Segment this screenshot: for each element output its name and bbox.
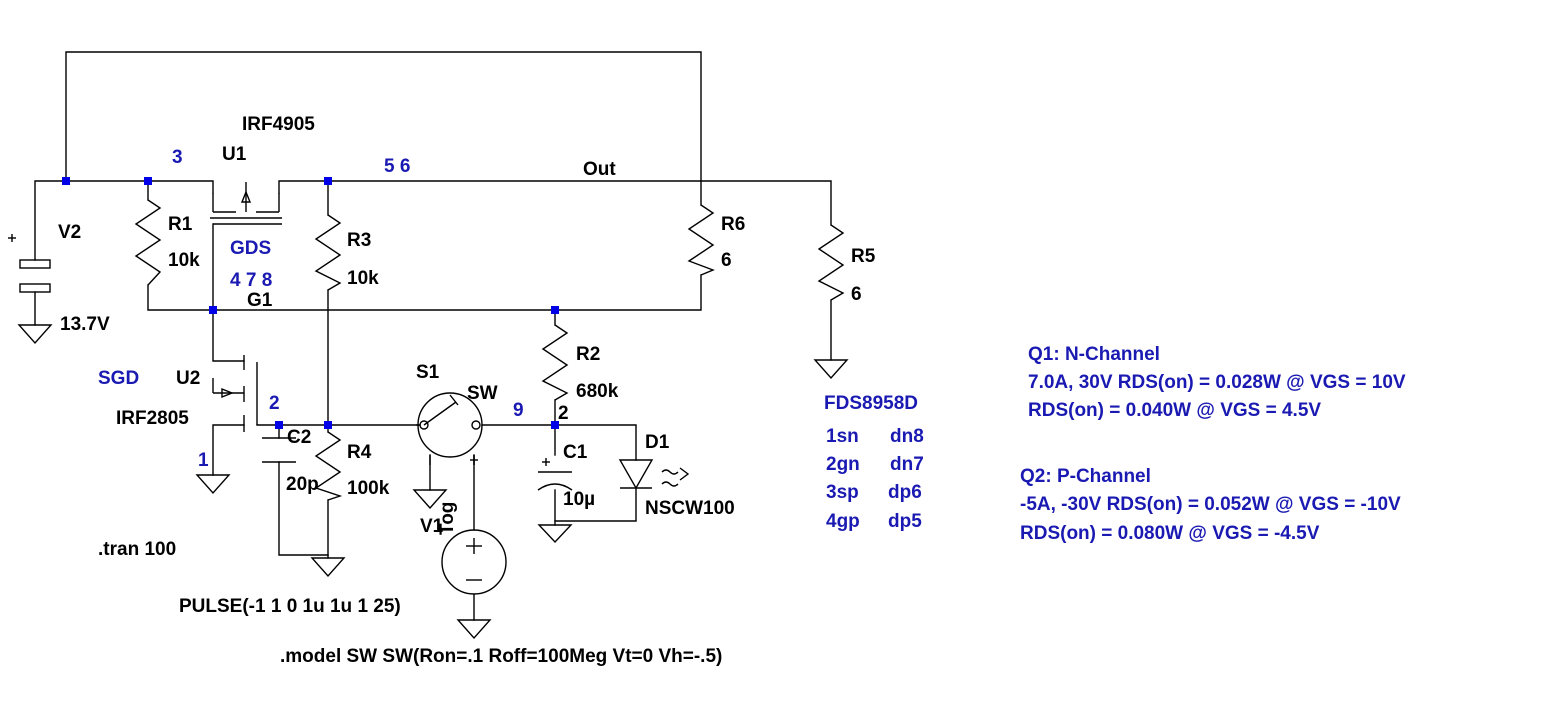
fds-part: FDS8958D bbox=[824, 393, 918, 414]
fds-pin-3b: dp6 bbox=[888, 482, 922, 503]
fds-pin-2a: 2gn bbox=[826, 454, 860, 475]
d1-value: NSCW100 bbox=[645, 498, 735, 519]
mosfet-u1-symbol[interactable] bbox=[210, 182, 282, 225]
q2-title: Q2: P-Channel bbox=[1020, 466, 1151, 487]
resistor-r6-symbol[interactable] bbox=[687, 204, 715, 276]
v2-ref: V2 bbox=[58, 222, 81, 243]
r3-value: 10k bbox=[347, 268, 379, 289]
resistor-r5-symbol[interactable] bbox=[817, 224, 845, 301]
r6-ref: R6 bbox=[721, 214, 745, 235]
pin-label-3: 3 bbox=[172, 147, 183, 168]
r2-value: 680k bbox=[576, 381, 619, 402]
d1-ref: D1 bbox=[645, 432, 670, 453]
net-out-label: Out bbox=[583, 159, 616, 180]
s1-ref: S1 bbox=[416, 362, 440, 383]
pin-label-2: 2 bbox=[269, 393, 280, 414]
fds-pin-4a: 4gp bbox=[826, 511, 860, 532]
capacitor-c2-symbol[interactable] bbox=[262, 437, 296, 463]
source-v1-symbol[interactable] bbox=[441, 529, 507, 595]
fds-pin-1b: dn8 bbox=[890, 426, 924, 447]
node-2-label: 2 bbox=[558, 403, 569, 424]
v1-ref: V1 bbox=[420, 516, 444, 537]
u2-ref: U2 bbox=[176, 368, 200, 389]
battery-v2-symbol[interactable] bbox=[8, 234, 51, 293]
s1-model: SW bbox=[467, 383, 498, 404]
resistor-r2-symbol[interactable] bbox=[541, 324, 569, 401]
junctions bbox=[62, 177, 559, 429]
v1-value: PULSE(-1 1 0 1u 1u 1 25) bbox=[179, 596, 401, 617]
u1-part: IRF4905 bbox=[242, 114, 315, 135]
led-d1-symbol[interactable] bbox=[618, 459, 690, 490]
r4-value: 100k bbox=[347, 478, 390, 499]
pin-label-9: 9 bbox=[513, 400, 524, 421]
mosfet-u2-symbol[interactable] bbox=[212, 355, 258, 432]
c1-ref: C1 bbox=[563, 442, 588, 463]
capacitor-c1-symbol[interactable] bbox=[537, 458, 573, 491]
pin-label-56: 5 6 bbox=[384, 156, 410, 177]
c1-value: 10µ bbox=[563, 489, 595, 510]
u1-pin-nums: 4 7 8 bbox=[230, 270, 272, 291]
r5-value: 6 bbox=[851, 284, 862, 305]
resistor-r3-symbol[interactable] bbox=[314, 214, 342, 291]
r4-ref: R4 bbox=[347, 442, 372, 463]
v2-value: 13.7V bbox=[60, 314, 110, 335]
u2-part: IRF2805 bbox=[116, 408, 189, 429]
u2-pins: SGD bbox=[98, 368, 139, 389]
r2-ref: R2 bbox=[576, 344, 600, 365]
net-g1-label: G1 bbox=[247, 290, 273, 311]
r1-value: 10k bbox=[168, 250, 200, 271]
q2-line-1: -5A, -30V RDS(on) = 0.052W @ VGS = -10V bbox=[1020, 494, 1401, 515]
u1-pins: GDS bbox=[230, 238, 271, 259]
fds-pin-2b: dn7 bbox=[890, 454, 924, 475]
fds-pin-3a: 3sp bbox=[826, 482, 859, 503]
resistor-r4-symbol[interactable] bbox=[314, 431, 343, 501]
v1-tog: Tog bbox=[437, 502, 458, 535]
r6-value: 6 bbox=[721, 250, 732, 271]
c2-ref: C2 bbox=[287, 427, 311, 448]
pin-label-1: 1 bbox=[198, 450, 209, 471]
c2-value: 20p bbox=[286, 474, 319, 495]
fds-pin-4b: dp5 bbox=[888, 511, 922, 532]
resistor-r1-symbol[interactable] bbox=[134, 199, 162, 286]
u1-ref: U1 bbox=[222, 144, 247, 165]
tran-directive: .tran 100 bbox=[98, 539, 176, 560]
q1-line-2: RDS(on) = 0.040W @ VGS = 4.5V bbox=[1028, 400, 1321, 421]
q1-line-1: 7.0A, 30V RDS(on) = 0.028W @ VGS = 10V bbox=[1028, 372, 1406, 393]
ground-symbols bbox=[17, 324, 849, 640]
q2-line-2: RDS(on) = 0.080W @ VGS = -4.5V bbox=[1020, 523, 1320, 544]
fds-pin-1a: 1sn bbox=[826, 426, 859, 447]
r1-ref: R1 bbox=[168, 214, 193, 235]
q1-title: Q1: N-Channel bbox=[1028, 344, 1160, 365]
switch-s1-symbol[interactable] bbox=[416, 392, 483, 465]
r5-ref: R5 bbox=[851, 246, 876, 267]
model-directive: .model SW SW(Ron=.1 Roff=100Meg Vt=0 Vh=… bbox=[280, 646, 722, 667]
r3-ref: R3 bbox=[347, 230, 371, 251]
